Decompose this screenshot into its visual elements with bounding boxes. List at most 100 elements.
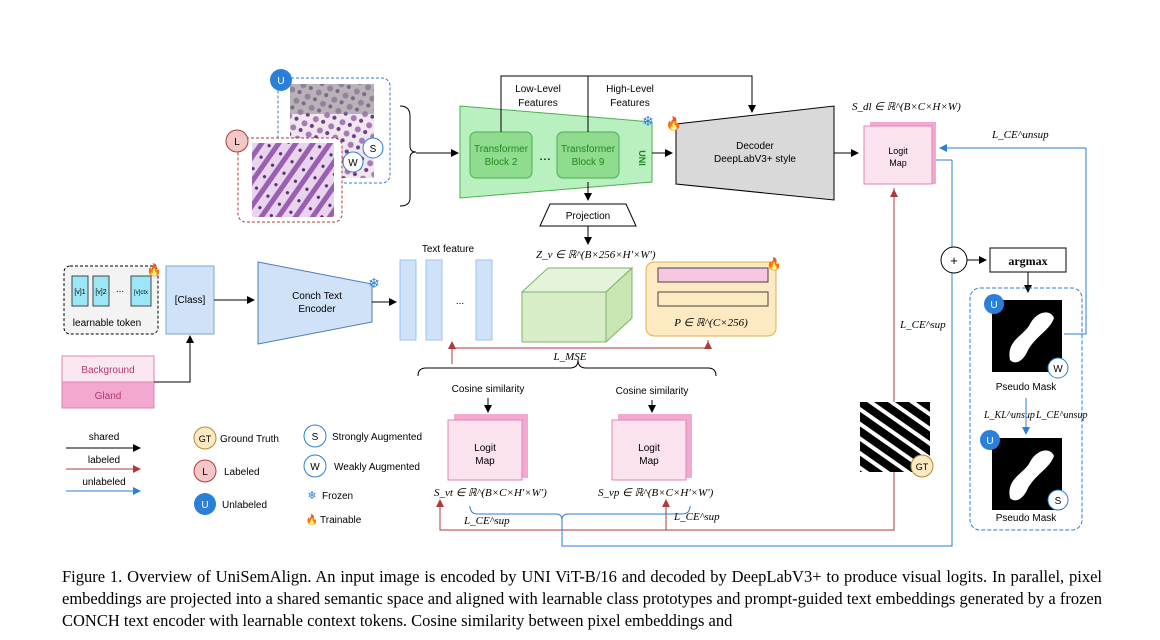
token-v1-label: [v]1 — [74, 289, 85, 296]
figure-caption: Figure 1. Overview of UniSemAlign. An in… — [62, 567, 1102, 630]
mask-weak-w-text: W — [1053, 364, 1063, 375]
class-prompt-arrow — [154, 335, 194, 383]
labeled-image — [252, 143, 334, 217]
text-feature-col-n — [475, 259, 493, 341]
pseudo-mask-panel: U W Pseudo Mask L_KL^unsup L_CE^unsup U … — [969, 287, 1087, 531]
low-level-label-a: Low-Level — [515, 84, 561, 95]
legend-strong: Strongly Augmented — [332, 432, 422, 443]
high-level-label-a: High-Level — [606, 84, 654, 95]
sup-ce-right-label: L_CE^sup — [899, 319, 946, 331]
pseudo-mask-frame — [969, 287, 1083, 531]
prototype-row-2 — [657, 291, 769, 307]
gt-badge — [910, 454, 934, 478]
legend-w-badge — [303, 454, 327, 478]
decoder: Decoder DeepLabV3+ style 🔥 — [666, 105, 835, 201]
input-images: U L W S — [225, 69, 417, 223]
strong-badge-text: S — [370, 144, 377, 155]
s-dl-label: S_dl ∈ ℝ^(B×C×H×W) — [852, 101, 961, 113]
z-v-cube — [520, 266, 634, 344]
prototype-trainable-icon: 🔥 — [767, 257, 782, 271]
block9-label-b: Block 9 — [572, 157, 605, 168]
conch-frozen-icon: ❄ — [368, 275, 380, 291]
pseudo-mask-strong-shape — [1009, 450, 1054, 501]
mask-weak-w-badge — [1047, 357, 1069, 379]
mask-weak-u-text: U — [990, 300, 997, 311]
token-v2 — [92, 275, 110, 307]
low-level-label-b: Features — [518, 98, 557, 109]
logit-vt-front — [447, 419, 523, 481]
gland-class-label: Gland — [95, 391, 122, 402]
logit-vp-front — [611, 419, 687, 481]
transformer-block-9 — [556, 131, 620, 179]
pseudo-mask-weak-label: Pseudo Mask — [996, 382, 1058, 393]
kl-label: L_KL^unsup — [983, 410, 1035, 421]
logit-map-top: Logit Map — [863, 122, 936, 185]
legend-labeled-item: Labeled — [224, 467, 260, 478]
cosine-right-label: Cosine similarity — [616, 386, 689, 397]
sup-line — [439, 188, 895, 531]
legend-s-badge — [303, 424, 327, 448]
token-ellipsis: ... — [116, 284, 124, 295]
legend-s-text: S — [312, 432, 319, 443]
uni-label: UNI — [637, 150, 647, 166]
logit-vp-label-a: Logit — [638, 443, 660, 454]
mask-strong-u-text: U — [986, 436, 993, 447]
class-token-label: [Class] — [175, 295, 206, 306]
legend: shared labeled unlabeled GT Ground Truth… — [66, 424, 422, 526]
token-v1 — [71, 275, 89, 307]
legend-shared-label: shared — [89, 432, 120, 443]
cosine-bracket — [417, 359, 717, 377]
logit-vt-label-a: Logit — [474, 443, 496, 454]
legend-gt-badge — [193, 426, 217, 450]
text-feature-label: Text feature — [422, 244, 475, 255]
legend-u-badge — [194, 493, 216, 515]
strong-badge — [362, 137, 384, 159]
legend-gt-text: GT — [199, 434, 212, 444]
conch-encoder — [257, 261, 373, 345]
conch-label-b: Encoder — [298, 304, 336, 315]
token-trainable-icon: 🔥 — [147, 263, 162, 277]
legend-labeled-label: labeled — [88, 455, 120, 466]
pseudo-to-logit-line — [1064, 148, 1087, 335]
legend-trainable: Trainable — [320, 515, 362, 526]
token-vctx — [130, 275, 152, 307]
sup-ce-b-label: L_CE^sup — [673, 511, 720, 523]
mask-strong-u-badge — [980, 430, 1000, 450]
conch-label-a: Conch Text — [292, 291, 342, 302]
logit-vp-label-b: Map — [639, 456, 659, 467]
pseudo-mask-strong-label: Pseudo Mask — [996, 513, 1058, 524]
decoder-label-a: Decoder — [736, 141, 774, 152]
legend-u-text: U — [201, 500, 208, 511]
encoder-ellipsis: ... — [539, 147, 551, 163]
low-level-link — [500, 75, 756, 132]
block9-label-a: Transformer — [561, 144, 616, 155]
block2-label-b: Block 2 — [485, 157, 518, 168]
trainable-icon: 🔥 — [666, 116, 682, 131]
decoder-label-b: DeepLabV3+ style — [714, 154, 796, 165]
projection-label: Projection — [566, 211, 610, 222]
cosine-left-label: Cosine similarity — [452, 384, 525, 395]
token-v2-label: [v]2 — [95, 289, 106, 296]
unsup-line — [561, 262, 953, 547]
uni-encoder: Transformer Block 2 ... Transformer Bloc… — [459, 105, 654, 199]
mask-weak-u-badge — [984, 294, 1004, 314]
block2-label-a: Transformer — [474, 144, 529, 155]
logit-top-label-a: Logit — [888, 146, 908, 156]
input-brace — [399, 105, 417, 207]
z-v-label: Z_v ∈ ℝ^(B×256×H'×W') — [536, 249, 656, 261]
weak-badge — [342, 151, 364, 173]
legend-weak: Weakly Augmented — [334, 462, 420, 473]
logit-top-front — [863, 125, 933, 185]
prototype-label: P ∈ ℝ^(C×256) — [673, 317, 748, 329]
frozen-icon: ❄ — [642, 113, 654, 129]
unlabeled-badge-text: U — [277, 76, 284, 87]
projection-box — [539, 203, 637, 227]
logit-vt-label-b: Map — [475, 456, 495, 467]
mse-label: L_MSE — [553, 351, 587, 363]
learnable-token-group: [v]1 [v]2 ... [v]ctx learnable token 🔥 — [63, 263, 162, 335]
text-feature-col-2 — [425, 259, 443, 341]
legend-w-text: W — [310, 462, 320, 473]
text-feature-ellipsis: ... — [456, 296, 464, 307]
s-vt-label: S_vt ∈ ℝ^(B×C×H'×W') — [434, 487, 547, 499]
argmax-box — [989, 247, 1067, 273]
